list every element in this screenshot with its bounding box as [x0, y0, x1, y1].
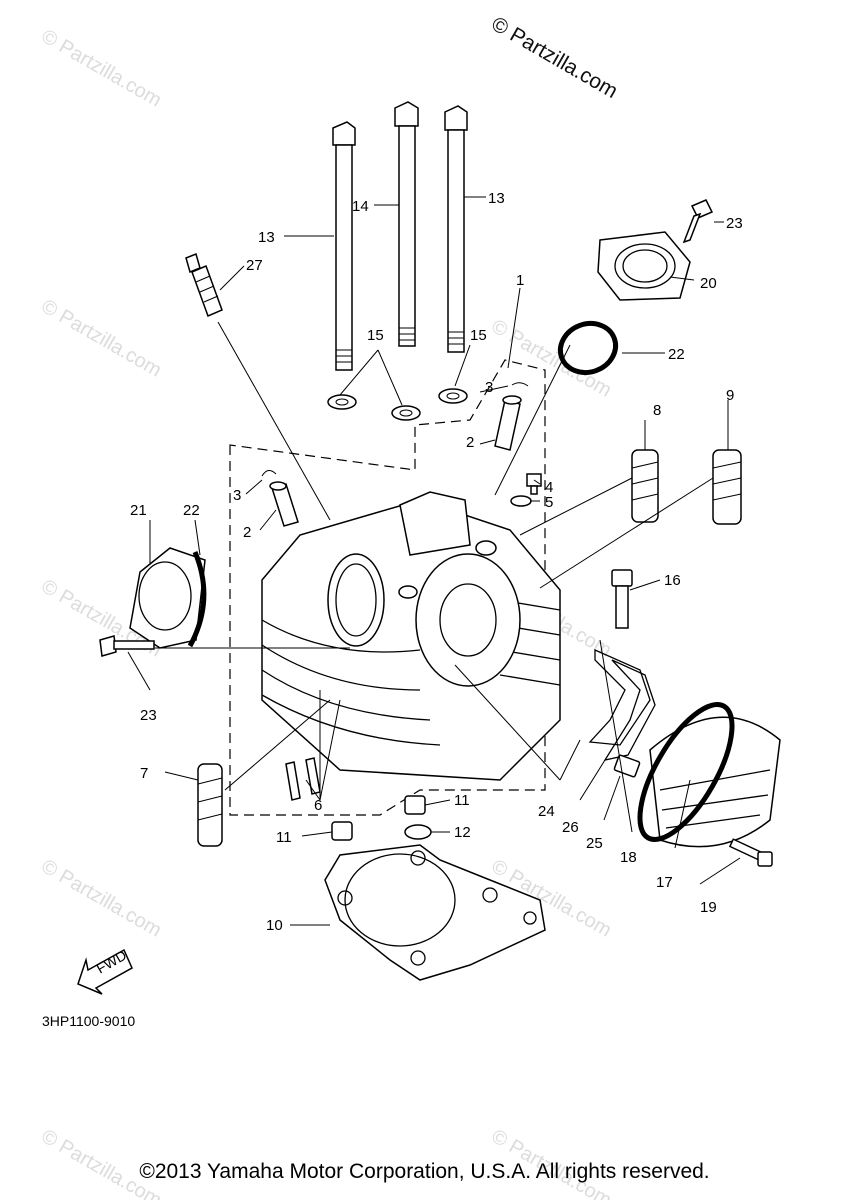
cover-21: [129, 547, 206, 649]
callout-6: 6: [314, 797, 322, 814]
watermark: © Partzilla.com: [38, 855, 166, 941]
callout-1: 1: [516, 272, 524, 289]
callout-13: 13: [258, 229, 275, 246]
head-bolt-13-right: [444, 105, 468, 353]
callout-26: 26: [562, 819, 579, 836]
callout-11: 11: [454, 792, 470, 809]
bolt-23-top: [682, 199, 714, 244]
bolt-16: [611, 569, 633, 629]
callout-14: 14: [352, 198, 369, 215]
callout-27: 27: [246, 257, 263, 274]
callout-12: 12: [454, 824, 471, 841]
forward-arrow: FWD: [77, 947, 133, 995]
head-bolt-13-left: [332, 121, 356, 371]
bolt-25: [613, 754, 641, 778]
callout-15: 15: [367, 327, 384, 344]
o-ring-22-top: [557, 320, 619, 376]
dowel-pin-7: [197, 763, 223, 847]
valve-guide-2-left: [269, 481, 299, 527]
gasket-26: [603, 659, 656, 761]
washer-5: [510, 495, 532, 507]
callout-3: 3: [233, 487, 241, 504]
watermark: © Partzilla.com: [488, 315, 616, 401]
bolt-23-left: [99, 635, 155, 657]
bolt-19: [728, 838, 773, 867]
callout-22: 22: [668, 346, 685, 363]
head-bolt-14: [394, 101, 419, 347]
callout-2: 2: [243, 524, 251, 541]
assembly-outline: [229, 359, 546, 816]
callout-10: 10: [266, 917, 283, 934]
callout-5: 5: [545, 494, 553, 511]
valve-guide-2-right: [494, 395, 522, 451]
gasket-22-left: [187, 551, 207, 648]
callout-22: 22: [183, 502, 200, 519]
circlip-3-left: [261, 470, 277, 477]
dowel-pin-8: [631, 449, 659, 523]
collar-11-right: [404, 795, 426, 815]
callout-8: 8: [653, 402, 661, 419]
callout-18: 18: [620, 849, 637, 866]
callout-7: 7: [140, 765, 148, 782]
callout-21: 21: [130, 502, 147, 519]
washer-15: [327, 388, 468, 421]
callout-19: 19: [700, 899, 717, 916]
callout-13: 13: [488, 190, 505, 207]
diagram-code: 3HP1100-9010: [42, 1013, 135, 1029]
callout-23: 23: [726, 215, 743, 232]
leader-lines: [127, 196, 741, 926]
callout-17: 17: [656, 874, 673, 891]
callout-16: 16: [664, 572, 681, 589]
o-ring-18: [637, 701, 735, 843]
callout-4: 4: [545, 479, 553, 496]
callout-11: 11: [276, 829, 292, 846]
callout-3: 3: [485, 379, 493, 396]
partzilla-watermark: © Partzilla.com: [488, 12, 622, 103]
watermark: © Partzilla.com: [38, 295, 166, 381]
callout-15: 15: [470, 327, 487, 344]
callout-labels: 1 2 2 3 3 4 5 6 7 8 9 10 11 11 12 13 13 …: [130, 190, 743, 934]
copyright-notice: ©2013 Yamaha Motor Corporation, U.S.A. A…: [139, 1160, 710, 1183]
cover-20: [597, 231, 691, 301]
callout-23: 23: [140, 707, 157, 724]
watermark: © Partzilla.com: [38, 25, 166, 111]
callout-2: 2: [466, 434, 474, 451]
callout-20: 20: [700, 275, 717, 292]
collar-11-left: [331, 821, 353, 841]
spark-plug: [185, 252, 223, 318]
washer-12: [404, 824, 432, 840]
circlip-3-right: [511, 382, 529, 387]
stud-6: [285, 757, 321, 801]
bolt-4: [526, 473, 542, 495]
cylinder-head: [261, 491, 561, 781]
head-gasket: [324, 844, 546, 981]
callout-24: 24: [538, 803, 555, 820]
dowel-pin-9: [712, 449, 742, 525]
callout-25: 25: [586, 835, 603, 852]
callout-9: 9: [726, 387, 734, 404]
